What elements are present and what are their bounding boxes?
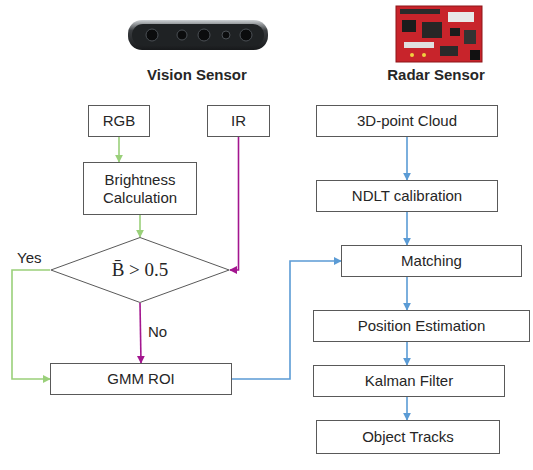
flow-arrow — [406, 342, 408, 365]
flow-arrow — [406, 212, 408, 245]
node-text: RGB — [103, 112, 136, 130]
node-text: Object Tracks — [362, 428, 454, 446]
input-box: RGB — [88, 105, 150, 137]
flow-arrow — [140, 303, 141, 363]
flow-arrow — [406, 137, 408, 180]
flow-arrow — [139, 215, 141, 237]
process-box: GMM ROI — [50, 363, 232, 395]
input-box: IR — [207, 105, 270, 137]
sensor-name: Radar Sensor — [387, 66, 485, 83]
camera-illustration — [128, 20, 268, 50]
node-text: GMM ROI — [107, 370, 175, 388]
decision-diamond: B̄ > 0.5 — [50, 237, 230, 303]
process-box: Matching — [341, 245, 522, 277]
node-text: Brightness Calculation — [84, 171, 196, 207]
node-text: NDLT calibration — [352, 187, 462, 205]
node-text: IR — [231, 112, 246, 130]
node-text: Matching — [401, 252, 462, 270]
input-box: 3D-point Cloud — [316, 105, 498, 137]
flow-arrow — [230, 137, 239, 270]
branch-label: Yes — [15, 249, 43, 266]
output-box: Object Tracks — [316, 420, 500, 454]
node-text: B̄ > 0.5 — [112, 259, 169, 282]
node-text: Position Estimation — [358, 317, 486, 335]
flow-arrow — [118, 137, 120, 162]
process-box: NDLT calibration — [316, 180, 498, 212]
sensor-name: Vision Sensor — [147, 66, 247, 83]
radar-board-illustration — [396, 6, 482, 62]
process-box: Brightness Calculation — [83, 162, 197, 215]
branch-label: No — [146, 323, 169, 340]
flow-arrow — [406, 397, 408, 420]
process-box: Kalman Filter — [313, 365, 505, 397]
node-text: 3D-point Cloud — [357, 112, 457, 130]
flow-arrow — [406, 277, 408, 310]
node-text: Kalman Filter — [365, 372, 453, 390]
process-box: Position Estimation — [313, 310, 530, 342]
flow-arrow — [12, 270, 50, 379]
